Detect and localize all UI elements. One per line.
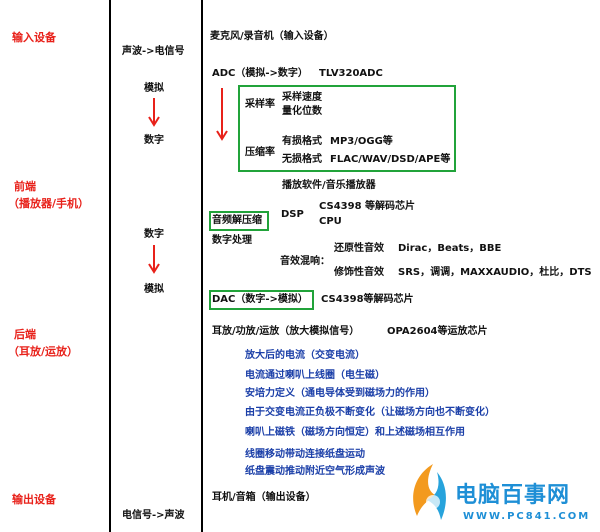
arrow-down-icon — [216, 88, 228, 141]
physics-step: 纸盘震动推动附近空气形成声波 — [245, 466, 385, 477]
digital-label-mid: 数字 — [144, 229, 164, 240]
restore-effect-label: 还原性音效 — [334, 243, 384, 254]
divider-line-left — [109, 0, 111, 532]
physics-step: 电流通过喇叭上线圈（电生磁） — [245, 370, 385, 381]
lossless-format-label: 无损格式 — [282, 154, 322, 165]
lossy-formats-value: MP3/OGG等 — [330, 136, 393, 147]
player-software-label: 播放软件/音乐播放器 — [282, 180, 376, 191]
amplifier-line: 耳放/功放/运放（放大模拟信号） — [212, 326, 360, 337]
modify-effect-label: 修饰性音效 — [334, 267, 384, 278]
sample-rate-label: 采样率 — [245, 99, 275, 110]
watermark-brand-text: 电脑百事网 — [455, 483, 571, 508]
stage-input-label: 输入设备 — [12, 31, 56, 44]
physics-step: 放大后的电流（交变电流） — [245, 350, 365, 361]
stage-backend-sub-label: （耳放/运放） — [8, 345, 79, 358]
stage-output-label: 输出设备 — [12, 493, 56, 506]
stage-frontend-label: 前端 — [14, 180, 36, 193]
physics-step: 线圈移动带动连接纸盘运动 — [245, 449, 365, 460]
audio-decompress-box — [209, 211, 269, 231]
output-device-line: 耳机/音箱（输出设备） — [212, 492, 316, 503]
divider-line-right — [201, 0, 203, 532]
electric-to-sound-label: 电信号->声波 — [122, 510, 185, 521]
dac-chip-label: CS4398等解码芯片 — [321, 294, 414, 305]
watermark-url-text: WWW.PC841.COM — [463, 511, 591, 522]
lossy-format-label: 有损格式 — [282, 136, 322, 147]
adc-chip-label: TLV320ADC — [319, 68, 383, 79]
compression-label: 压缩率 — [245, 147, 275, 158]
amp-chip-label: OPA2604等运放芯片 — [387, 326, 488, 337]
arrow-down-icon — [148, 98, 160, 127]
analog-label-mid: 模拟 — [144, 284, 164, 295]
sample-speed-label: 采样速度 — [282, 92, 322, 103]
restore-effect-items: Dirac，Beats，BBE — [398, 243, 502, 254]
quant-bits-label: 量化位数 — [282, 106, 322, 117]
physics-step: 喇叭上磁铁（磁场方向恒定）和上述磁场相互作用 — [245, 427, 465, 438]
physics-step: 由于交变电流正负极不断变化（让磁场方向也不断变化） — [245, 407, 495, 418]
dsp-label: DSP — [281, 209, 304, 220]
cpu-label: CPU — [319, 216, 342, 227]
dac-box — [209, 290, 314, 310]
arrow-down-icon — [148, 245, 160, 274]
analog-label-top: 模拟 — [144, 83, 164, 94]
stage-frontend-sub-label: （播放器/手机） — [8, 197, 90, 210]
modify-effect-items: SRS，调调，MAXXAUDIO，杜比，DTS — [398, 267, 592, 278]
encoding-params-box — [238, 85, 456, 172]
effect-mix-label: 音效混响： — [280, 256, 330, 267]
digital-processing-label: 数字处理 — [212, 235, 252, 246]
adc-label: ADC（模拟->数字） — [212, 68, 308, 79]
stage-backend-label: 后端 — [14, 328, 36, 341]
watermark-logo-icon — [413, 464, 446, 520]
audio-decompress-label: 音频解压缩 — [212, 215, 262, 226]
digital-label-top: 数字 — [144, 135, 164, 146]
dac-label: DAC（数字->模拟） — [212, 294, 308, 305]
lossless-formats-value: FLAC/WAV/DSD/APE等 — [330, 154, 451, 165]
mic-recorder-line: 麦克风/录音机（输入设备） — [210, 31, 334, 42]
sound-to-electric-label: 声波->电信号 — [122, 46, 185, 57]
physics-step: 安培力定义（通电导体受到磁场力的作用） — [245, 388, 435, 399]
dsp-chip-label: CS4398 等解码芯片 — [319, 201, 416, 212]
